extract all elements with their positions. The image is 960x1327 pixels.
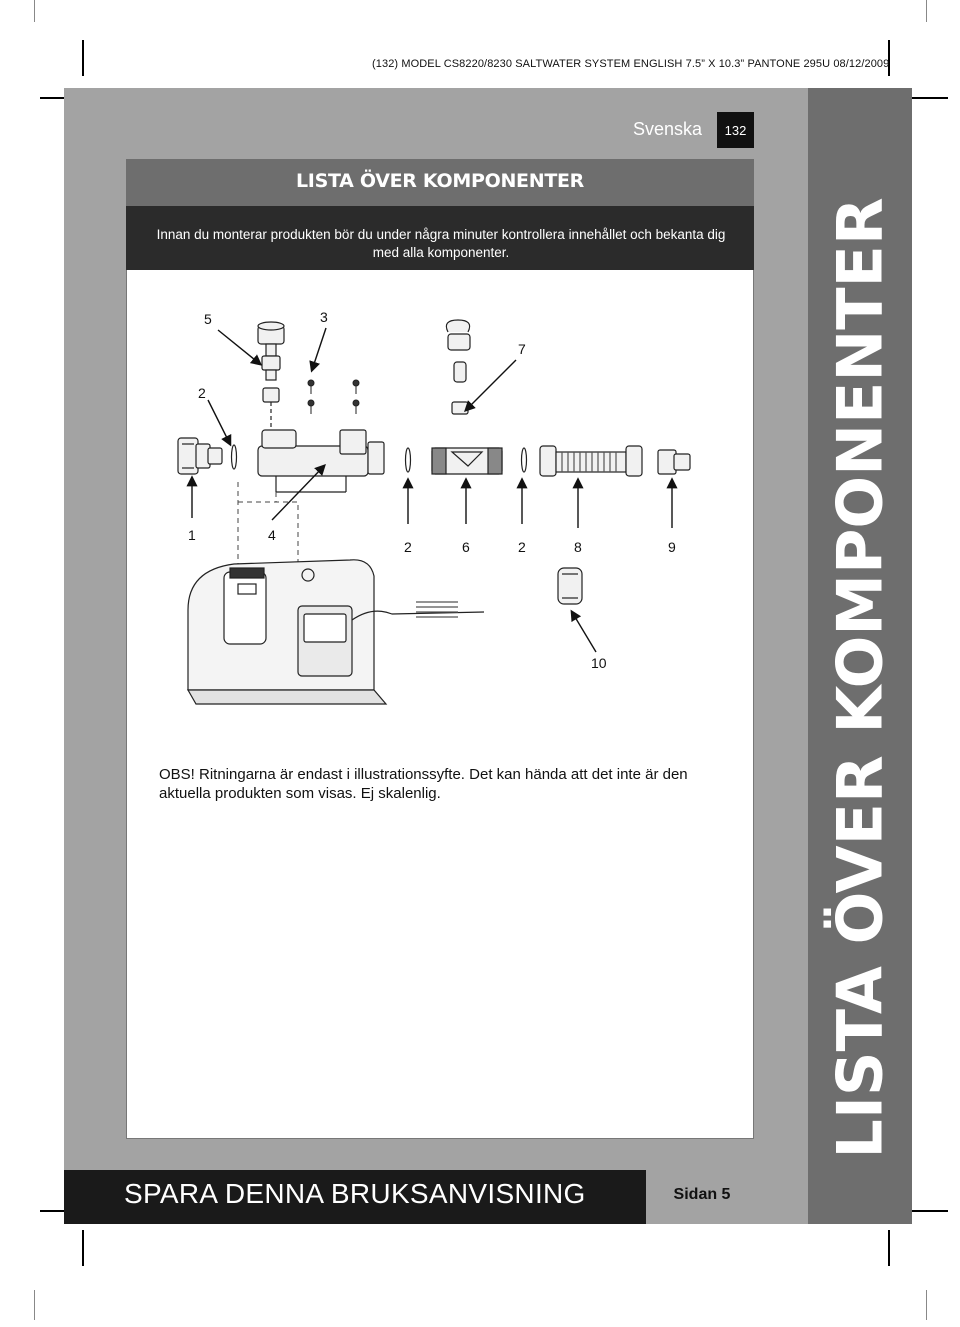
side-band: LISTA ÖVER KOMPONENTER (808, 88, 912, 1224)
callout-label: 7 (518, 341, 526, 357)
callout-label: 8 (574, 539, 582, 555)
footer-bar (64, 1170, 646, 1224)
crop-mark (40, 1210, 76, 1212)
section-title: LISTA ÖVER KOMPONENTER (296, 170, 584, 192)
intro-box (126, 206, 754, 270)
part-end-cap (557, 567, 583, 605)
crop-mark (912, 97, 948, 99)
crop-mark (912, 1210, 948, 1212)
part-control-unit (186, 559, 485, 705)
crop-mark (82, 40, 84, 76)
footer-page-box (646, 1170, 808, 1224)
print-header: (132) MODEL CS8220/8230 SALTWATER SYSTEM… (372, 58, 890, 70)
crop-mark (82, 1230, 84, 1266)
part-screws (307, 379, 360, 414)
footer-page-number: Sidan 5 (673, 1186, 731, 1203)
part-valve-assembly (257, 321, 285, 430)
footer-title: SPARA DENNA BRUKSANVISNING (124, 1178, 586, 1209)
crop-mark (926, 1290, 927, 1320)
crop-mark (34, 0, 35, 22)
crop-mark (888, 1230, 890, 1266)
callout-label: 2 (198, 385, 206, 401)
part-hose-adapter (657, 449, 691, 475)
callout-arrows (186, 327, 678, 653)
parts-diagram: 5 3 7 2 1 4 2 6 2 8 9 10 (177, 309, 691, 705)
part-t-fitting (431, 447, 503, 475)
crop-mark (34, 1290, 35, 1320)
intro-text: Innan du monterar produkten bör du under… (156, 227, 726, 260)
crop-mark (40, 97, 76, 99)
part-o-ring (230, 444, 238, 470)
section-title-bar (126, 159, 754, 206)
callout-label: 4 (268, 527, 276, 543)
callout-label: 2 (404, 539, 412, 555)
crop-mark (888, 40, 890, 76)
part-o-ring (404, 447, 412, 473)
part-flexible-hose (539, 445, 643, 477)
disclaimer-note: OBS! Ritningarna är endast i illustratio… (159, 766, 688, 802)
callout-label: 9 (668, 539, 676, 555)
part-o-ring (520, 447, 528, 473)
part-union-fitting (177, 437, 223, 475)
side-title: LISTA ÖVER KOMPONENTER (823, 197, 897, 1159)
language-label: Svenska (632, 119, 702, 139)
callout-label: 2 (518, 539, 526, 555)
part-check-valve (445, 319, 471, 415)
callout-label: 6 (462, 539, 470, 555)
crop-mark (926, 0, 927, 22)
page-badge: 132 (717, 112, 754, 148)
callout-label: 10 (591, 655, 607, 671)
callout-label: 1 (188, 527, 196, 543)
part-cell-housing (257, 429, 385, 493)
callout-label: 3 (320, 309, 328, 325)
callout-label: 5 (204, 311, 212, 327)
